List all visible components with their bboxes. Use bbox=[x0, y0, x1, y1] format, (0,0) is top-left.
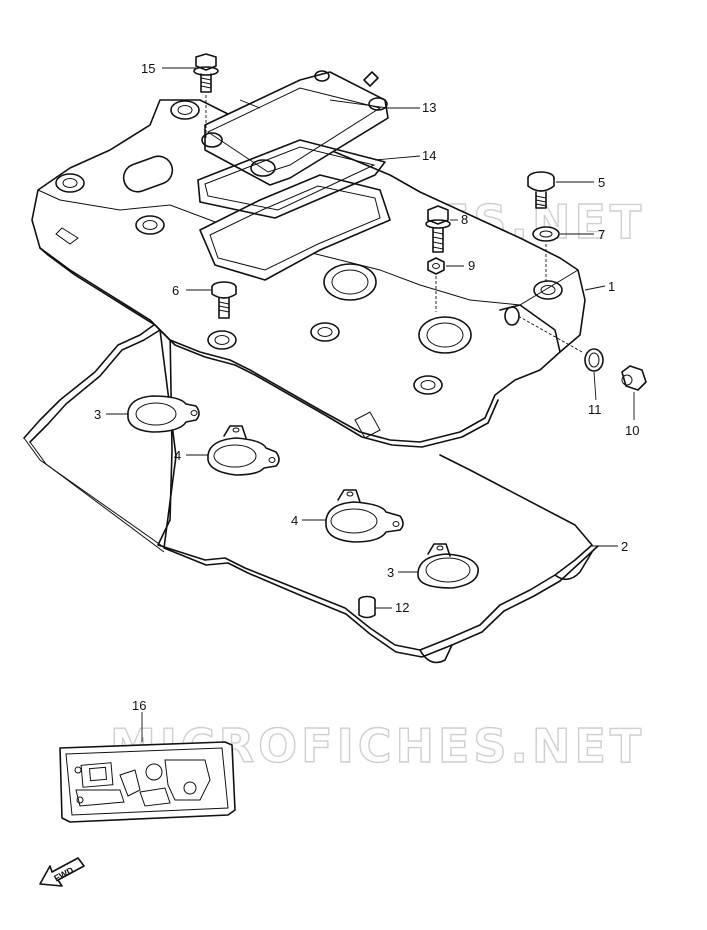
bolt-6 bbox=[211, 281, 237, 319]
callout-2: 2 bbox=[621, 539, 628, 554]
callout-4-upper: 4 bbox=[174, 448, 181, 463]
bolt-5 bbox=[527, 171, 555, 209]
gasket-set-16 bbox=[59, 741, 236, 823]
cover-gasket bbox=[23, 321, 599, 664]
callout-4-lower: 4 bbox=[291, 513, 298, 528]
washer-7 bbox=[532, 226, 560, 282]
leader-lines bbox=[106, 67, 635, 742]
callout-5: 5 bbox=[598, 175, 605, 190]
callout-10: 10 bbox=[625, 423, 639, 438]
callout-12: 12 bbox=[395, 600, 409, 615]
cylinder-head-cover bbox=[31, 99, 586, 448]
callout-8: 8 bbox=[461, 212, 468, 227]
bolt-8 bbox=[425, 205, 451, 253]
plug-seal-3-upper bbox=[127, 395, 200, 433]
plug-seal-4-upper bbox=[207, 425, 280, 476]
callout-9: 9 bbox=[468, 258, 475, 273]
callout-3-upper: 3 bbox=[94, 407, 101, 422]
plug-10 bbox=[621, 365, 647, 391]
callout-7: 7 bbox=[598, 227, 605, 242]
plug-seal-4-lower bbox=[325, 489, 404, 543]
callout-15: 15 bbox=[141, 61, 155, 76]
breather-gasket bbox=[197, 139, 386, 219]
callout-1: 1 bbox=[608, 279, 615, 294]
bolt-15 bbox=[193, 53, 219, 140]
callout-3-lower: 3 bbox=[387, 565, 394, 580]
dowel-pin-12 bbox=[358, 595, 376, 619]
callout-6: 6 bbox=[172, 283, 179, 298]
washer-9 bbox=[427, 257, 445, 312]
callout-14: 14 bbox=[422, 148, 436, 163]
callout-13: 13 bbox=[422, 100, 436, 115]
seal-11 bbox=[517, 315, 604, 372]
callout-16: 16 bbox=[132, 698, 146, 713]
callout-11: 11 bbox=[588, 402, 602, 417]
callouts: 15 13 14 5 8 7 9 1 6 11 10 3 4 4 3 2 12 … bbox=[94, 61, 639, 713]
fwd-arrow: FWD bbox=[39, 857, 85, 887]
breather-cover bbox=[201, 70, 389, 186]
plug-seal-3-lower bbox=[417, 543, 479, 589]
